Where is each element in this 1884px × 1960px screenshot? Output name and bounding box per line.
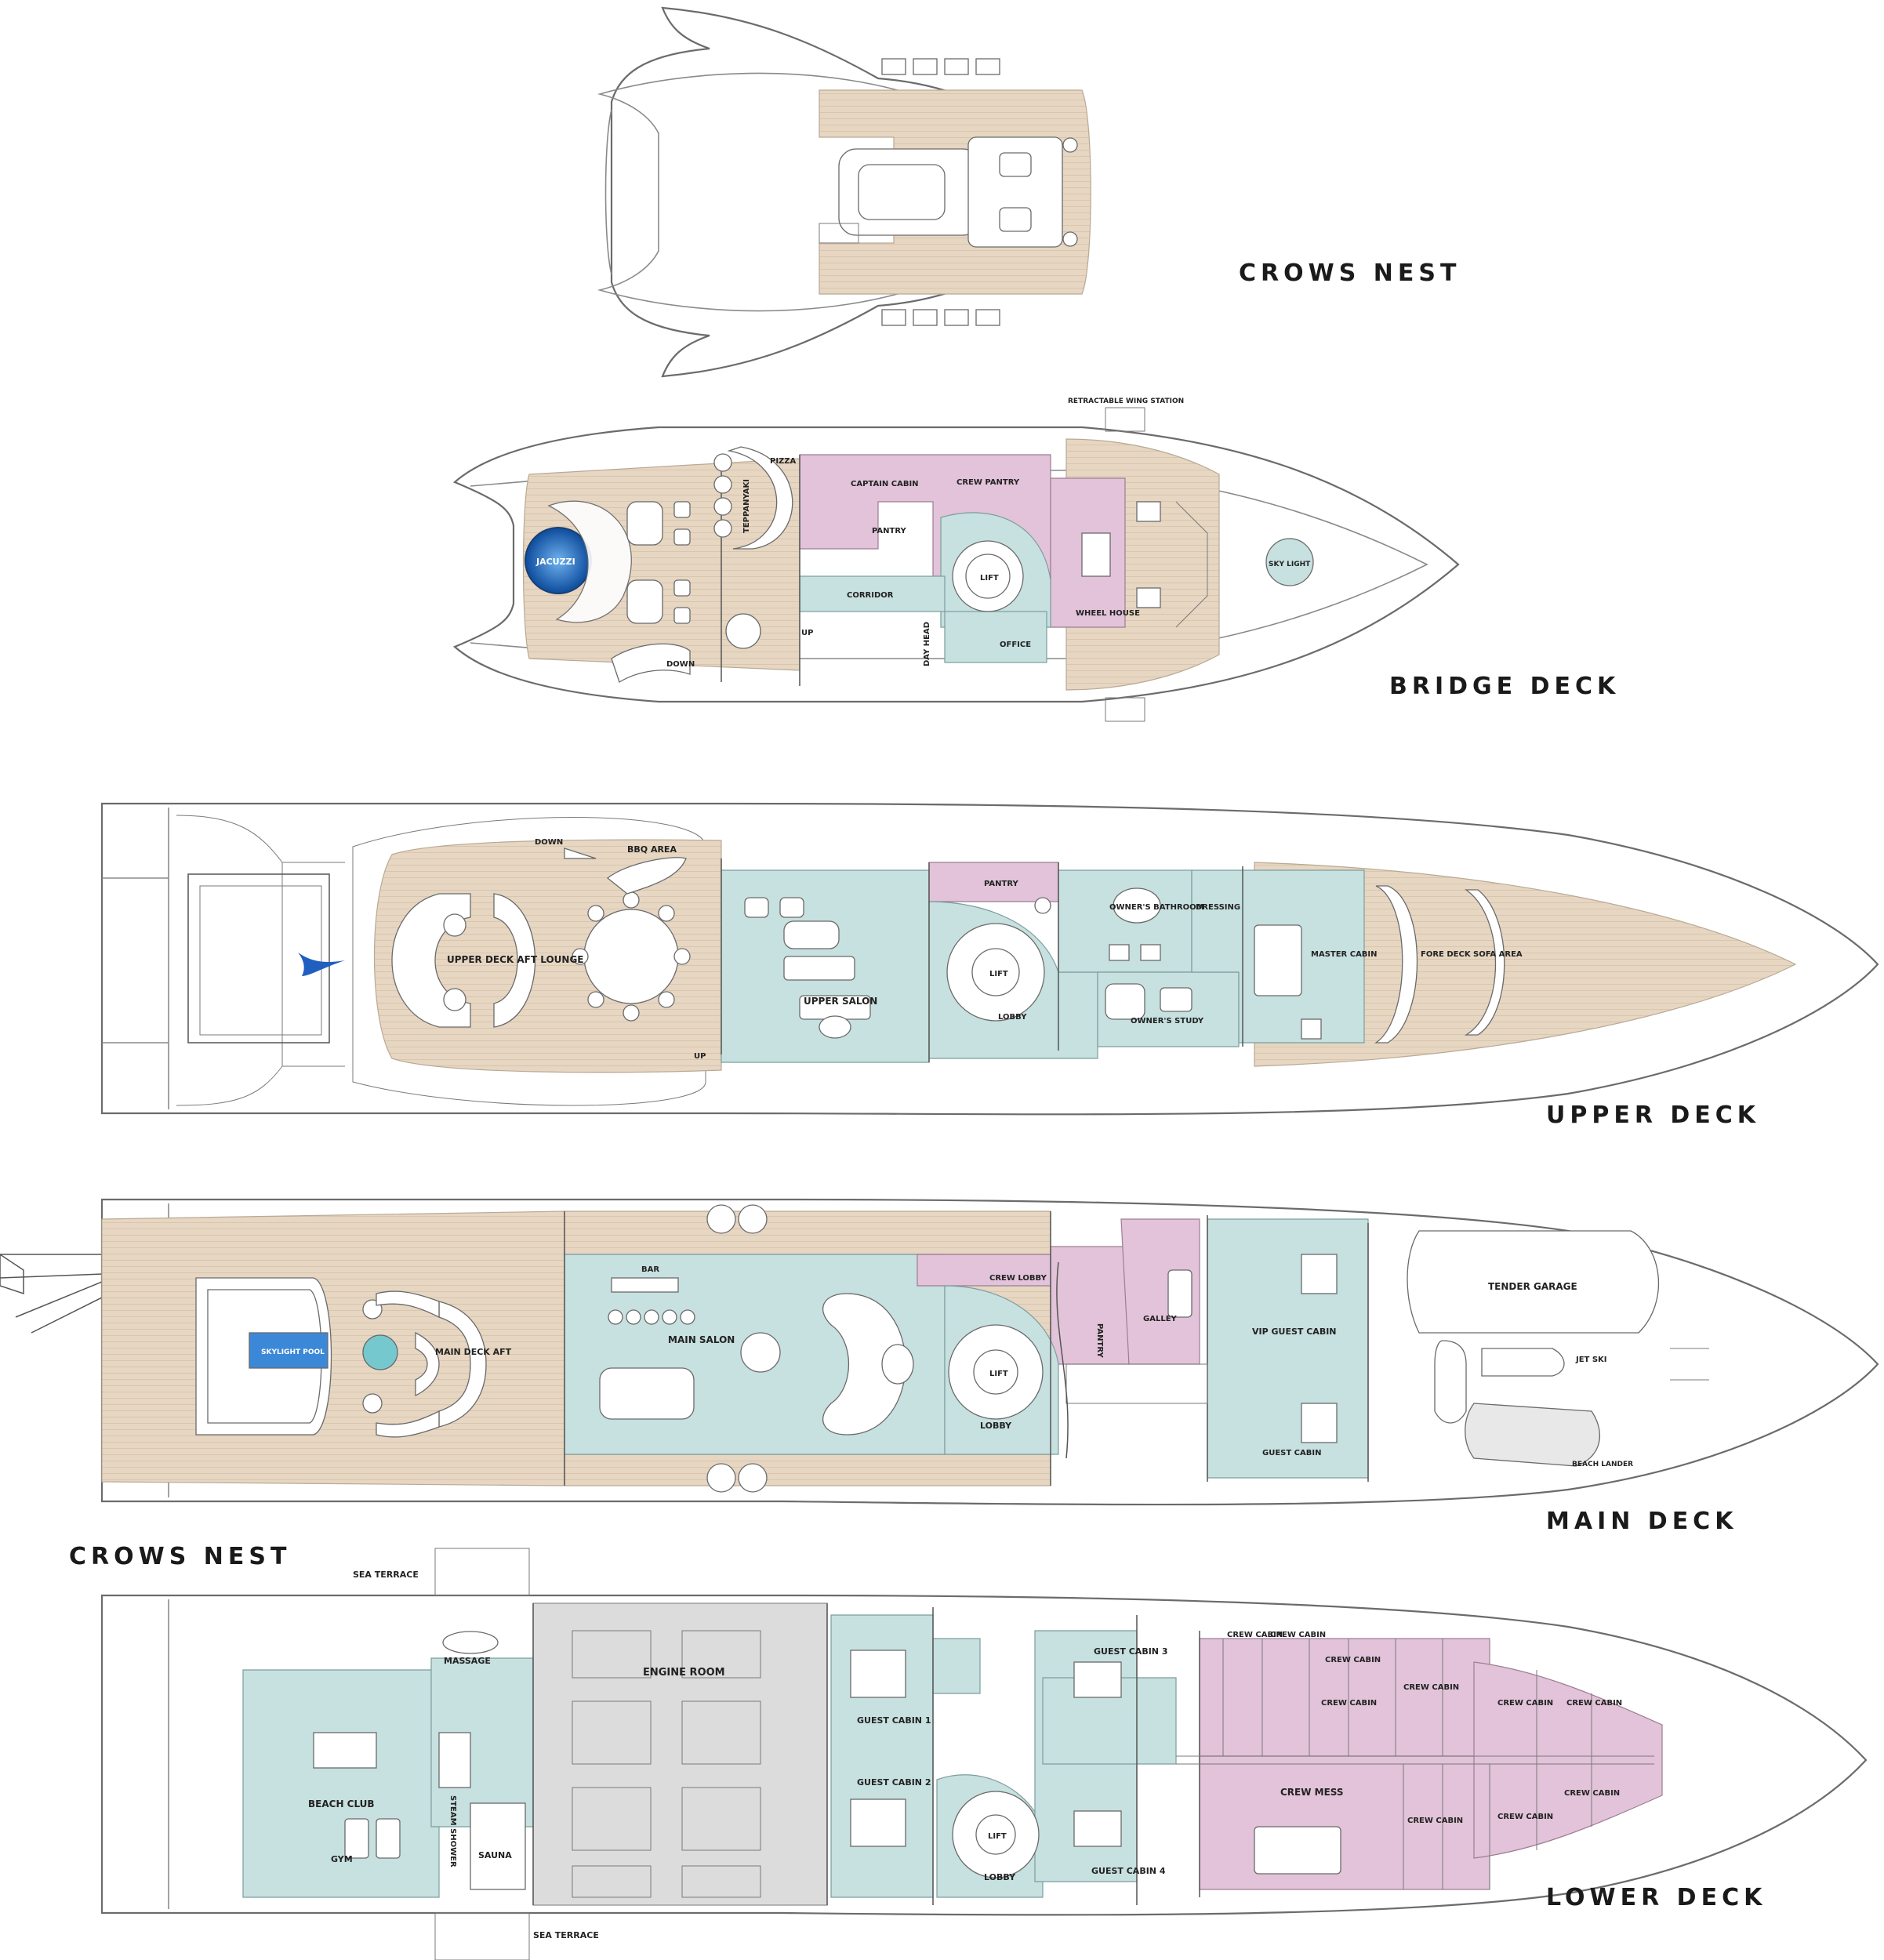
main-salon-label: MAIN SALON: [668, 1334, 735, 1345]
lower-beach-club-label: BEACH CLUB: [308, 1798, 375, 1809]
bridge-corridor-label: CORRIDOR: [847, 591, 894, 600]
main-crew-lobby-label: CREW LOBBY: [989, 1274, 1047, 1283]
lower-sauna-label: SAUNA: [478, 1850, 512, 1860]
main-jet-ski-label: JET SKI: [1575, 1356, 1607, 1364]
lower-crew-mess-label: CREW MESS: [1280, 1787, 1344, 1798]
lower-crew-cabin-label: CREW CABIN: [1403, 1683, 1459, 1692]
bridge-deck-plan: RETRACTABLE WING STATION PIZZA TEPPANYAK…: [452, 397, 1620, 722]
bridge-day-head-label: DAY HEAD: [923, 622, 931, 666]
crows-nest-plan: CROWS NEST: [597, 6, 1461, 378]
upper-fore-deck-label: FORE DECK SOFA AREA: [1421, 950, 1523, 959]
lower-crew-cabin-label: CREW CABIN: [1227, 1631, 1283, 1639]
main-skylight-pool-label: SKYLIGHT POOL: [261, 1348, 325, 1356]
main-vip-guest-cabin-label: VIP GUEST CABIN: [1252, 1327, 1337, 1337]
bridge-deck-title: BRIDGE DECK: [1389, 673, 1620, 700]
main-tender-garage-label: TENDER GARAGE: [1488, 1281, 1577, 1292]
upper-deck-title: UPPER DECK: [1546, 1102, 1760, 1129]
bridge-down-label: DOWN: [666, 660, 695, 669]
main-galley-label: GALLEY: [1143, 1315, 1178, 1323]
upper-down-label: DOWN: [535, 838, 563, 847]
main-deck-title: MAIN DECK: [1546, 1508, 1737, 1535]
bridge-sky-light-label: SKY LIGHT: [1269, 561, 1311, 568]
crows-nest-side-title: CROWS NEST: [69, 1543, 291, 1570]
lower-crew-cabin-label: CREW CABIN: [1566, 1699, 1622, 1708]
bridge-captain-cabin-label: CAPTAIN CABIN: [851, 480, 919, 488]
lower-guest-cabin-2-label: GUEST CABIN 2: [857, 1777, 931, 1788]
lower-crew-cabin-label: CREW CABIN: [1497, 1813, 1553, 1821]
upper-aft-lounge-label: UPPER DECK AFT LOUNGE: [447, 954, 584, 965]
bridge-jacuzzi-label: JACUZZI: [535, 557, 575, 567]
lower-guest-cabin-4-label: GUEST CABIN 4: [1091, 1866, 1166, 1876]
upper-bbq-label: BBQ AREA: [627, 844, 677, 855]
bridge-office-label: OFFICE: [1000, 641, 1031, 649]
bridge-retractable-label: RETRACTABLE WING STATION: [1068, 397, 1184, 405]
main-deck-aft-label: MAIN DECK AFT: [435, 1347, 512, 1357]
lower-sea-terrace-top-label: SEA TERRACE: [353, 1570, 419, 1580]
lower-lift-label: LIFT: [988, 1832, 1007, 1841]
crows-nest-top-title: CROWS NEST: [1239, 260, 1461, 287]
lower-engine-room-label: ENGINE ROOM: [643, 1667, 725, 1679]
lower-gym-label: GYM: [331, 1854, 353, 1864]
upper-salon-label: UPPER SALON: [804, 996, 877, 1007]
lower-crew-cabin-label: CREW CABIN: [1270, 1631, 1326, 1639]
upper-dressing-label: DRESSING: [1196, 903, 1240, 912]
upper-deck-plan: BBQ AREA DOWN UPPER DECK AFT LOUNGE UPPE…: [100, 802, 1879, 1129]
bridge-crew-pantry-label: CREW PANTRY: [957, 478, 1020, 487]
main-guest-cabin-label: GUEST CABIN: [1262, 1449, 1321, 1457]
upper-master-cabin-label: MASTER CABIN: [1311, 950, 1378, 959]
lower-crew-cabin-label: CREW CABIN: [1321, 1699, 1377, 1708]
main-beach-lander-label: BEACH LANDER: [1572, 1461, 1633, 1468]
bridge-lift-label: LIFT: [980, 574, 999, 583]
lower-steam-shower-label: STEAM SHOWER: [448, 1795, 457, 1867]
lower-crew-cabin-label: CREW CABIN: [1407, 1817, 1463, 1825]
bridge-pantry-label: PANTRY: [872, 527, 906, 535]
main-bar-label: BAR: [641, 1265, 659, 1274]
upper-owners-bathroom-label: OWNER'S BATHROOM: [1109, 903, 1204, 912]
lower-crew-cabin-label: CREW CABIN: [1564, 1789, 1620, 1798]
main-lift-label: LIFT: [989, 1370, 1008, 1378]
bridge-pizza-label: PIZZA: [770, 457, 797, 466]
lower-deck-plan: SEA TERRACE MASSAGE ENGINE ROOM GUEST CA…: [100, 1548, 1868, 1960]
bridge-up-label: UP: [801, 629, 813, 637]
lower-sea-terrace-bottom-label: SEA TERRACE: [533, 1930, 599, 1940]
bridge-teppanyaki-label: TEPPANYAKI: [742, 479, 751, 533]
lower-massage-label: MASSAGE: [444, 1656, 491, 1666]
main-pantry-label: PANTRY: [1095, 1323, 1104, 1358]
lower-crew-cabin-label: CREW CABIN: [1497, 1699, 1553, 1708]
lower-lobby-label: LOBBY: [984, 1872, 1016, 1882]
lower-crew-cabin-label: CREW CABIN: [1325, 1656, 1381, 1664]
bridge-wheel-house-label: WHEEL HOUSE: [1076, 609, 1140, 618]
lower-guest-cabin-1-label: GUEST CABIN 1: [857, 1715, 931, 1726]
upper-up-label: UP: [694, 1052, 706, 1061]
main-deck-plan: BAR CREW LOBBY PANTRY GALLEY TENDER GARA…: [0, 1198, 1879, 1535]
lower-deck-title: LOWER DECK: [1546, 1884, 1766, 1911]
upper-pantry-label: PANTRY: [984, 880, 1018, 888]
upper-lobby-label: LOBBY: [998, 1013, 1027, 1022]
upper-lift-label: LIFT: [989, 970, 1008, 978]
lower-guest-cabin-3-label: GUEST CABIN 3: [1094, 1646, 1167, 1657]
upper-owners-study-label: OWNER'S STUDY: [1131, 1017, 1204, 1025]
main-lobby-label: LOBBY: [980, 1421, 1012, 1431]
